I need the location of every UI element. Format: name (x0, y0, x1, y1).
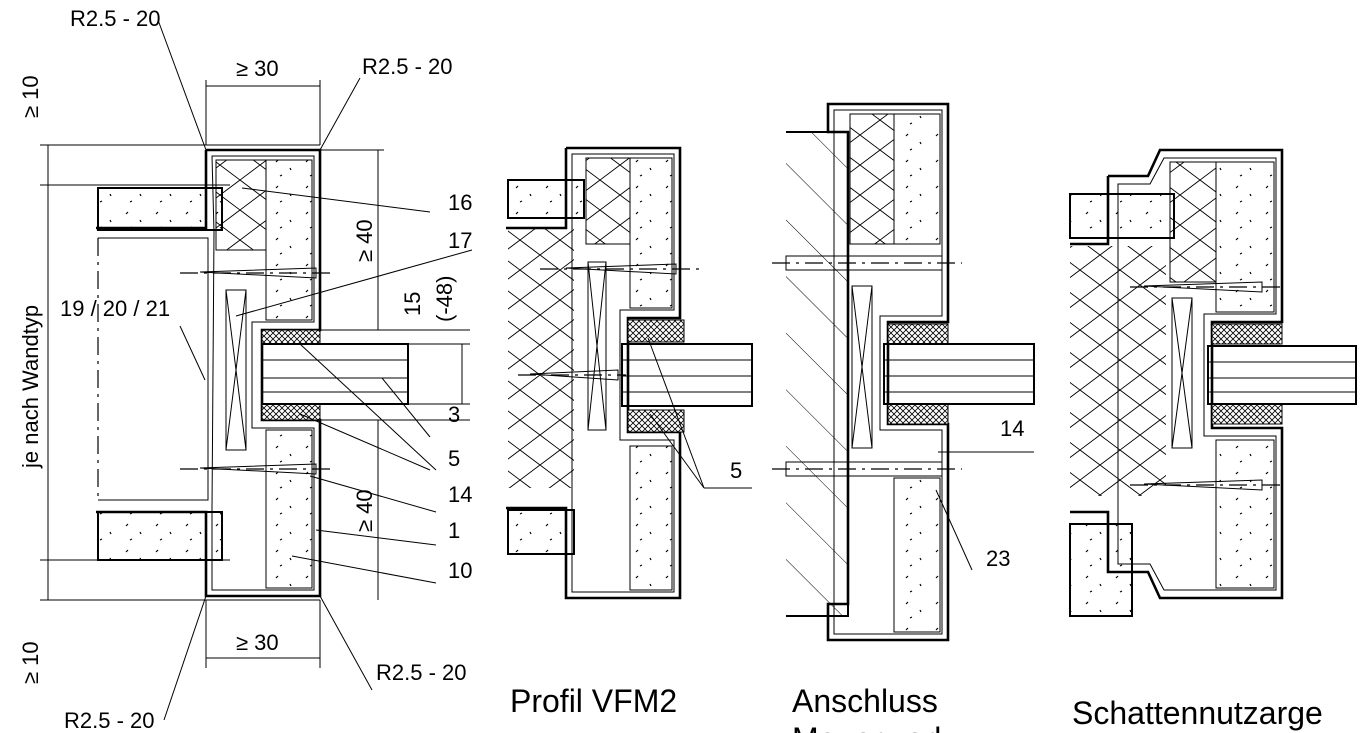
dim-radius-top-right: R2.5 - 20 (362, 54, 453, 79)
callout-23: 23 (986, 546, 1010, 571)
callout-5-vfm2: 5 (730, 458, 742, 483)
wall-insulation (98, 237, 209, 501)
detail-main (40, 19, 473, 721)
dim-width-top: ≥ 30 (236, 56, 279, 81)
caption-anschluss: Anschluss (792, 683, 938, 719)
dim-width-bottom: ≥ 30 (236, 630, 279, 655)
detail-anschluss-mauerwerk (772, 102, 1035, 642)
dim-radius-top-left: R2.5 - 20 (70, 6, 161, 31)
caption-schattennutzarge: Schattennutzarge (1072, 695, 1323, 731)
screw-lower (180, 463, 330, 475)
callout-10: 10 (448, 558, 472, 583)
dim-clearance-bottom: ≥ 10 (18, 641, 43, 684)
dim-wall-height: je nach Wandtyp (18, 305, 43, 469)
callout-19-20-21: 19 / 20 / 21 (60, 296, 170, 321)
dim-height-upper: ≥ 40 (352, 219, 377, 262)
dim-clearance-top: ≥ 10 (18, 75, 43, 118)
dim-gap: 15 (400, 292, 425, 316)
detail-schattennutzarge (1069, 148, 1357, 617)
wall-block-top (97, 187, 223, 231)
screw-upper (180, 267, 330, 279)
callout-16: 16 (448, 190, 472, 215)
door-leaf (261, 343, 409, 405)
callout-1: 1 (448, 518, 460, 543)
detail-profil-vfm2 (506, 146, 753, 600)
dim-radius-bottom-right: R2.5 - 20 (376, 660, 467, 685)
callout-14: 14 (448, 482, 472, 507)
callout-14-mauerwerk: 14 (1000, 416, 1024, 441)
dim-gap-alt: (-48) (432, 276, 457, 322)
dim-radius-bottom-left: R2.5 - 20 (64, 708, 155, 733)
wall-block-bottom (97, 511, 223, 561)
callout-17: 17 (448, 228, 472, 253)
dim-height-lower: ≥ 40 (352, 489, 377, 532)
caption-mauerwerk: Mauerwerk (792, 721, 951, 733)
caption-profil-vfm2: Profil VFM2 (510, 683, 677, 719)
callout-5: 5 (448, 446, 460, 471)
callout-3: 3 (448, 402, 460, 427)
